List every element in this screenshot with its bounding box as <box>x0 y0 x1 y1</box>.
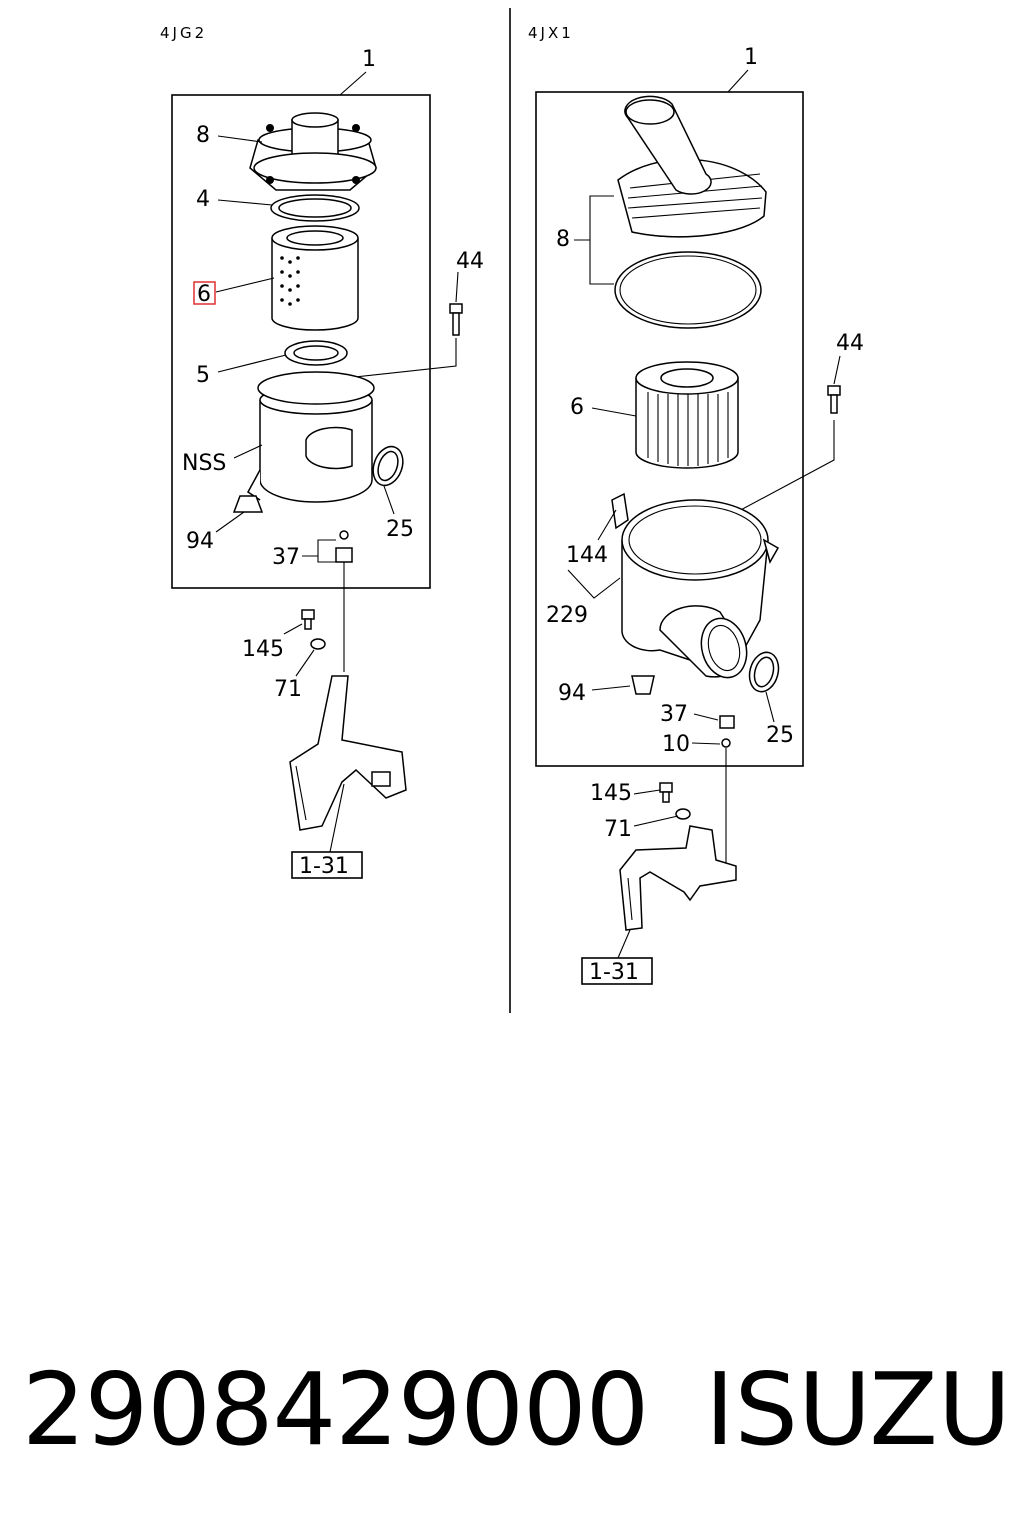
left-callout-seal-ring: 5 <box>196 363 210 388</box>
left-seal-ring <box>284 340 348 366</box>
left-header: 4JG2 <box>160 24 207 42</box>
left-callout-bolt: 44 <box>456 249 484 274</box>
left-panel: 4JG2 1 8 4 <box>160 24 484 879</box>
right-stud <box>721 738 731 748</box>
footer: 2908429000 ISUZU <box>0 1350 1024 1470</box>
right-callout-washer: 71 <box>604 817 632 842</box>
left-bolt <box>449 303 463 336</box>
left-hose-ring <box>372 445 404 487</box>
right-header: 4JX1 <box>528 24 574 42</box>
left-callout-nut: 37 <box>272 545 300 570</box>
parts-diagram: 4JG2 1 8 4 <box>160 8 864 1013</box>
right-callout-body: 229 <box>546 603 588 628</box>
right-callout-bracket-bolt: 145 <box>590 781 632 806</box>
left-bracket-bolt <box>301 609 315 630</box>
right-callout-hose-ring: 25 <box>766 723 794 748</box>
left-cover <box>249 112 377 191</box>
left-callout-element: 6 <box>197 282 211 307</box>
right-nut <box>719 715 735 729</box>
right-callout-stud: 10 <box>662 732 690 757</box>
part-number: 2908429000 <box>22 1351 649 1468</box>
left-assembly-box <box>171 94 431 589</box>
right-washer <box>675 808 691 820</box>
right-callout-clip: 144 <box>566 543 608 568</box>
left-callout-hose-ring: 25 <box>386 517 414 542</box>
right-cover <box>617 95 767 238</box>
right-callout-nut: 37 <box>660 702 688 727</box>
left-washer <box>310 638 326 650</box>
left-nut <box>335 530 353 563</box>
left-callout-valve: 94 <box>186 529 214 554</box>
right-callout-assembly: 1 <box>744 45 758 70</box>
right-element <box>635 361 739 469</box>
left-callout-bracket-ref: 1-31 <box>299 854 349 879</box>
left-callout-washer: 71 <box>274 677 302 702</box>
left-callout-assembly: 1 <box>362 47 376 72</box>
left-element <box>271 225 359 331</box>
right-callout-bracket-ref: 1-31 <box>589 960 639 985</box>
left-callout-bracket-bolt: 145 <box>242 637 284 662</box>
left-bracket-ref-box <box>291 851 363 879</box>
right-cover-gasket <box>614 251 762 329</box>
highlight-box <box>193 281 216 305</box>
right-callout-bolt: 44 <box>836 331 864 356</box>
right-callout-valve: 94 <box>558 681 586 706</box>
brand-name: ISUZU <box>705 1351 1012 1468</box>
left-valve <box>232 495 264 513</box>
right-bolt <box>827 385 841 414</box>
right-body <box>611 492 780 679</box>
left-gasket <box>270 194 360 222</box>
left-body <box>247 371 375 503</box>
right-panel: 4JX1 1 8 44 <box>528 24 864 985</box>
left-callout-cover: 8 <box>196 123 210 148</box>
right-callout-element: 6 <box>570 395 584 420</box>
left-bracket <box>289 675 407 831</box>
left-callout-body: NSS <box>182 451 226 476</box>
right-hose-ring <box>748 651 780 693</box>
right-callout-cover: 8 <box>556 227 570 252</box>
right-bracket-ref-box <box>581 957 653 985</box>
right-bracket <box>619 825 737 931</box>
right-valve <box>631 675 655 695</box>
right-bracket-bolt <box>659 782 673 803</box>
right-assembly-box <box>535 91 804 767</box>
left-callout-gasket: 4 <box>196 187 210 212</box>
